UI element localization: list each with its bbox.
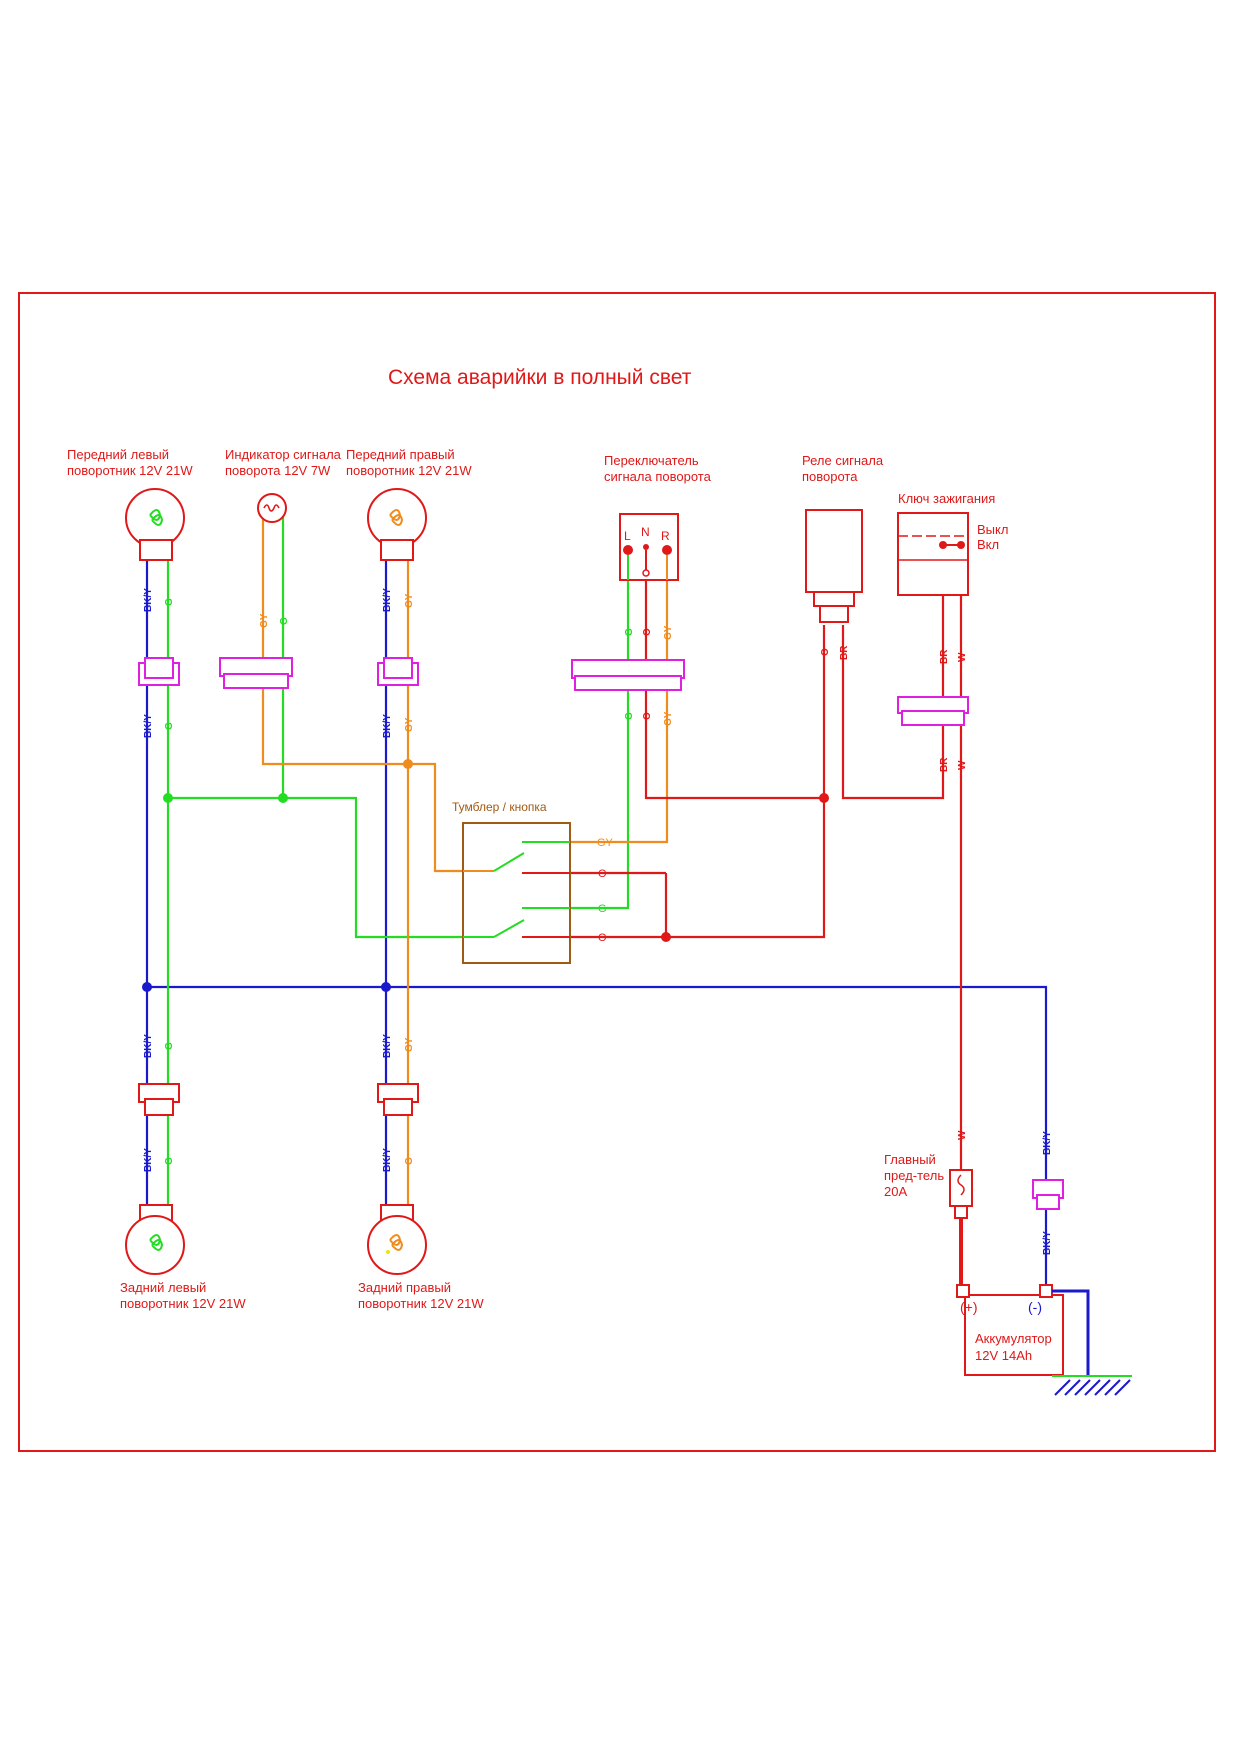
wire-label: BK/Y: [143, 1034, 154, 1058]
rear-right-label-2: поворотник 12V 21W: [358, 1296, 484, 1311]
wire-label: BK/Y: [382, 1034, 393, 1058]
wire-label: G: [404, 1157, 415, 1165]
fuse-label-1: Главный: [884, 1152, 936, 1167]
wire-label: BK/Y: [143, 714, 154, 738]
toggle-pin-o2: O: [598, 932, 607, 944]
battery-plus: (+): [960, 1299, 978, 1315]
wire-label: GY: [259, 613, 270, 628]
toggle-pin-g: G: [598, 903, 607, 915]
front-left-label-2: поворотник 12V 21W: [67, 463, 193, 478]
wire-label: GY: [404, 593, 415, 608]
rear-right-bulb: [367, 1204, 427, 1275]
wire-label: O: [642, 712, 653, 720]
component-labels: Передний левый поворотник 12V 21W Индика…: [67, 447, 1008, 1311]
wire-label: BK/Y: [1042, 1131, 1053, 1155]
battery-line1: Аккумулятор: [975, 1331, 1052, 1346]
battery-line2: 12V 14Ah: [975, 1348, 1032, 1363]
wire-label: BK/Y: [382, 1148, 393, 1172]
wire-label: BK/Y: [382, 588, 393, 612]
turn-relay: [805, 509, 863, 623]
wire-label: BR: [939, 757, 950, 772]
front-left-label-1: Передний левый: [67, 447, 169, 462]
front-left-bulb: [125, 488, 185, 561]
wire-label: GY: [404, 1037, 415, 1052]
indicator-label-2: поворота 12V 7W: [225, 463, 331, 478]
wire-label: BK/Y: [143, 588, 154, 612]
toggle-title: Тумблер / кнопка: [452, 800, 547, 814]
front-right-label-2: поворотник 12V 21W: [346, 463, 472, 478]
rear-right-label-1: Задний правый: [358, 1280, 451, 1295]
wire-label: BR: [939, 649, 950, 664]
pin-n-label: N: [641, 525, 650, 539]
ignition-on: Вкл: [977, 537, 999, 552]
connectors: [138, 657, 1064, 1210]
fuse-label-2: пред-тель: [884, 1168, 944, 1183]
toggle-switch: Тумблер / кнопка GY O G O: [452, 800, 614, 964]
wire-label: G: [279, 617, 290, 625]
pin-l-label: L: [624, 529, 631, 543]
toggle-pin-o1: O: [598, 868, 607, 880]
ignition-title: Ключ зажигания: [898, 491, 995, 506]
ignition-off: Выкл: [977, 522, 1008, 537]
relay-label-1: Реле сигнала: [802, 453, 884, 468]
page-frame: [18, 292, 1216, 1452]
wire-label: BK/Y: [382, 714, 393, 738]
fuse-label-3: 20A: [884, 1184, 907, 1199]
turn-switch-label-1: Переключатель: [604, 453, 699, 468]
wire-label: W: [957, 1130, 968, 1140]
toggle-pin-gy: GY: [597, 837, 614, 849]
wire-label: G: [624, 712, 635, 720]
wire-label: BK/Y: [1042, 1231, 1053, 1255]
front-right-label-1: Передний правый: [346, 447, 455, 462]
wire-label: G: [164, 1157, 175, 1165]
front-right-bulb: [367, 488, 427, 561]
wire-label: G: [164, 722, 175, 730]
rear-left-bulb: [125, 1204, 185, 1275]
rear-left-label-2: поворотник 12V 21W: [120, 1296, 246, 1311]
wire-label: G: [164, 598, 175, 606]
pin-r-label: R: [661, 529, 670, 543]
battery: (+) (-) Аккумулятор 12V 14Ah: [956, 1284, 1132, 1396]
wire-labels: BK/Y G BK/Y G BK/Y G BK/Y G GY G BK/Y GY…: [143, 588, 1053, 1255]
indicator-bulb: [257, 493, 287, 523]
wire-label: BR: [839, 645, 850, 660]
turn-switch-label-2: сигнала поворота: [604, 469, 712, 484]
wire-label: GY: [663, 711, 674, 726]
wire-label: W: [957, 652, 968, 662]
wire-label: GY: [404, 717, 415, 732]
main-fuse: [949, 1169, 973, 1219]
rear-left-label-1: Задний левый: [120, 1280, 206, 1295]
indicator-label-1: Индикатор сигнала: [225, 447, 342, 462]
wire-label: GY: [663, 625, 674, 640]
wire-label: G: [624, 628, 635, 636]
wire-label: O: [820, 648, 831, 656]
wire-label: W: [957, 760, 968, 770]
ignition-switch: [897, 512, 969, 596]
wire-label: G: [164, 1042, 175, 1050]
relay-label-2: поворота: [802, 469, 858, 484]
battery-minus: (-): [1028, 1299, 1042, 1315]
wire-label: BK/Y: [143, 1148, 154, 1172]
junction-dots: [142, 759, 829, 992]
turn-switch: L N R: [619, 513, 679, 581]
wire-label: O: [642, 628, 653, 636]
diagram-title: Схема аварийки в полный свет: [388, 366, 692, 389]
